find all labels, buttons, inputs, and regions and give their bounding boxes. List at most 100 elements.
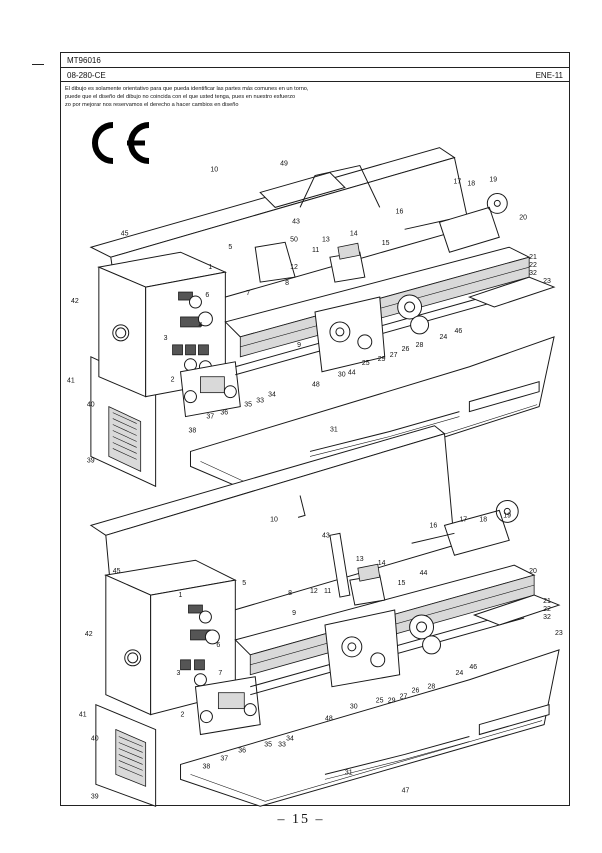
callout: 2 xyxy=(181,712,185,719)
callout: 40 xyxy=(87,402,95,409)
callout: 15 xyxy=(398,580,406,587)
callout: 26 xyxy=(402,346,410,353)
callout: 37 xyxy=(220,755,228,762)
callout: 31 xyxy=(345,769,353,776)
callout: 18 xyxy=(467,180,475,187)
callout: 1 xyxy=(179,592,183,599)
lathe-exploded-view-top: 1 2 3 4 5 6 7 8 9 10 11 12 13 14 15 16 1… xyxy=(67,147,556,497)
callout: 5 xyxy=(242,580,246,587)
callout: 33 xyxy=(278,741,286,748)
callout: 32 xyxy=(543,614,551,621)
callout: 38 xyxy=(202,763,210,770)
callout: 41 xyxy=(79,712,87,719)
callout: 33 xyxy=(256,398,264,405)
margin-dash xyxy=(32,64,44,65)
callout: 41 xyxy=(67,378,75,385)
callouts-bottom: 1 2 3 5 6 7 8 9 10 11 12 13 14 15 16 17 … xyxy=(79,512,563,800)
callout: 38 xyxy=(188,428,196,435)
disclaimer-line: El dibujo es solamente orientativo para … xyxy=(65,86,309,92)
callout: 3 xyxy=(164,335,168,342)
disclaimer-note: El dibujo es solamente orientativo para … xyxy=(65,85,405,109)
revision-code: 08-280-CE xyxy=(67,71,106,80)
callout: 31 xyxy=(330,427,338,434)
callout: 44 xyxy=(420,570,428,577)
document-frame: MT96016 08-280-CE ENE-11 El dibujo es so… xyxy=(60,52,570,807)
callout: 39 xyxy=(87,457,95,464)
callout: 32 xyxy=(529,270,537,277)
callout: 6 xyxy=(205,292,209,299)
callout: 27 xyxy=(400,694,408,701)
callouts-top: 1 2 3 4 5 6 7 8 9 10 11 12 13 14 15 16 1… xyxy=(67,161,551,465)
callout: 18 xyxy=(479,516,487,523)
header-row-revision: 08-280-CE ENE-11 xyxy=(61,68,569,82)
callout: 8 xyxy=(288,590,292,597)
callout: 34 xyxy=(286,736,294,743)
callout: 22 xyxy=(529,262,537,269)
callout: 47 xyxy=(402,787,410,794)
callout: 14 xyxy=(350,230,358,237)
callout: 40 xyxy=(91,736,99,743)
callout: 48 xyxy=(312,382,320,389)
callout: 42 xyxy=(71,298,79,305)
callout: 24 xyxy=(455,670,463,677)
callout: 5 xyxy=(228,244,232,251)
callout: 2 xyxy=(171,377,175,384)
callout: 27 xyxy=(390,352,398,359)
callout: 49 xyxy=(280,161,288,168)
model-code: MT96016 xyxy=(67,56,101,65)
callout: 10 xyxy=(210,167,218,174)
callout: 50 xyxy=(290,236,298,243)
callout: 44 xyxy=(348,370,356,377)
callout: 3 xyxy=(177,670,181,677)
callout: 29 xyxy=(378,356,386,363)
ce-mark-logo xyxy=(92,122,150,164)
callout: 29 xyxy=(388,698,396,705)
callout: 23 xyxy=(543,278,551,285)
callout: 30 xyxy=(350,704,358,711)
callout: 1 xyxy=(208,264,212,271)
disclaimer-line: zo por mejorar nos reservamos el derecho… xyxy=(65,102,239,108)
callout: 42 xyxy=(85,631,93,638)
lathe-exploded-view-bottom: 1 2 3 5 6 7 8 9 10 11 12 13 14 15 16 17 … xyxy=(79,425,563,807)
callout: 28 xyxy=(428,684,436,691)
callout: 13 xyxy=(322,236,330,243)
tailstock xyxy=(438,206,500,253)
callout: 16 xyxy=(396,208,404,215)
callout: 45 xyxy=(113,568,121,575)
callout: 26 xyxy=(412,688,420,695)
callout: 48 xyxy=(325,716,333,723)
callout: 25 xyxy=(362,360,370,367)
callout: 43 xyxy=(292,218,300,225)
callout: 23 xyxy=(555,630,563,637)
callout: 25 xyxy=(376,698,384,705)
callout: 14 xyxy=(378,560,386,567)
callout: 9 xyxy=(292,610,296,617)
callout: 39 xyxy=(91,793,99,800)
callout: 12 xyxy=(290,264,298,271)
callout: 19 xyxy=(503,512,511,519)
callout: 11 xyxy=(324,588,331,595)
callout: 21 xyxy=(529,254,537,261)
callout: 46 xyxy=(469,664,477,671)
callout: 10 xyxy=(270,516,278,523)
callout: 35 xyxy=(264,741,272,748)
disclaimer-line: puede que el diseño del dibujo no coinci… xyxy=(65,94,296,100)
callout: 35 xyxy=(244,402,252,409)
revision-date: ENE-11 xyxy=(535,71,563,80)
callout: 11 xyxy=(312,247,319,254)
callout: 12 xyxy=(310,588,318,595)
callout: 46 xyxy=(454,328,462,335)
header-row-model: MT96016 xyxy=(61,53,569,68)
callout: 30 xyxy=(338,372,346,379)
callout: 9 xyxy=(297,342,301,349)
callout: 19 xyxy=(489,176,497,183)
callout: 4 xyxy=(198,322,202,329)
callout: 24 xyxy=(440,334,448,341)
callout: 7 xyxy=(246,290,250,297)
callout: 15 xyxy=(382,240,390,247)
callout: 28 xyxy=(416,342,424,349)
callout: 21 xyxy=(543,598,551,605)
vent-grille xyxy=(108,405,142,472)
headstock-left xyxy=(98,266,147,398)
callout: 37 xyxy=(206,414,214,421)
